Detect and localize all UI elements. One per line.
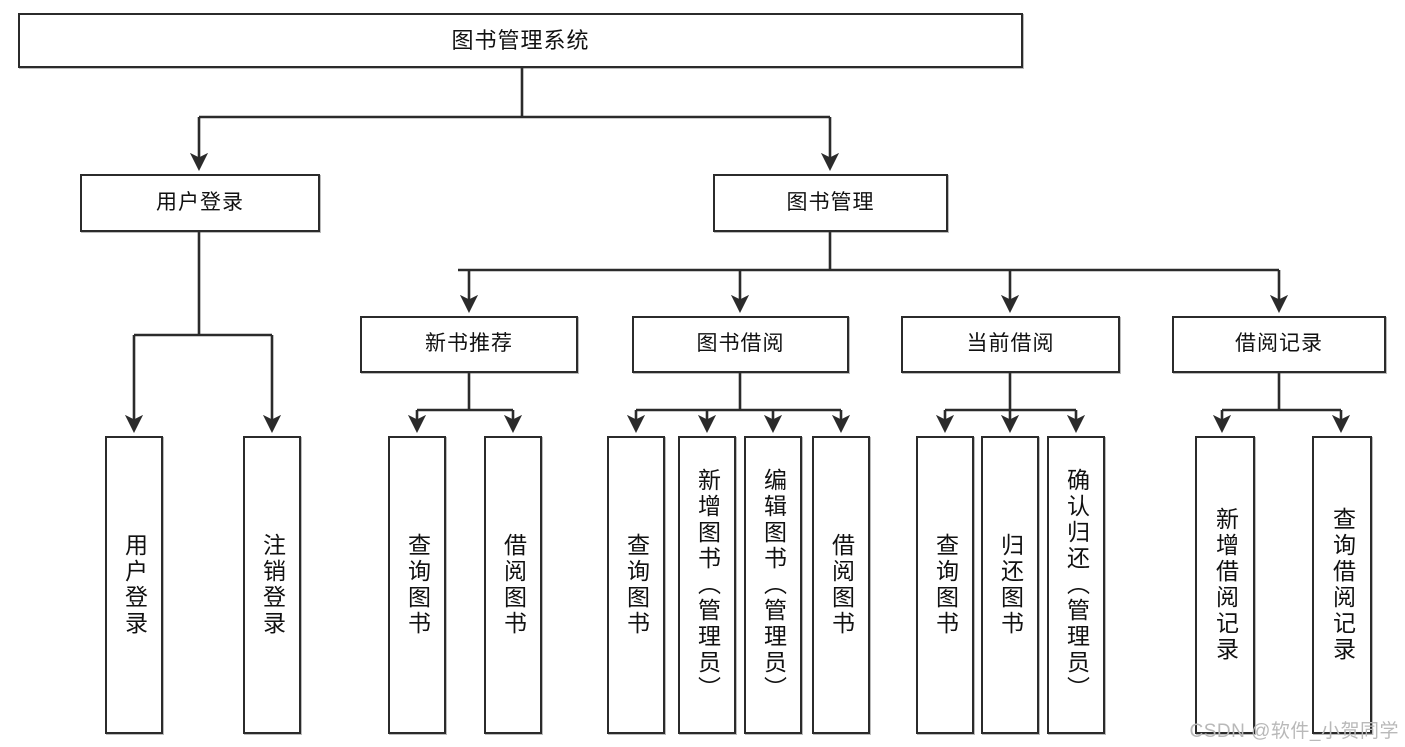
node-leaf-edit-book[interactable]: 编辑图书（管理员） [744, 436, 802, 734]
node-leaf-borrow-book-1-label: 借阅图书 [500, 533, 527, 637]
node-new-book-rec[interactable]: 新书推荐 [360, 316, 578, 373]
node-leaf-add-book-label: 新增图书（管理员） [694, 468, 721, 702]
node-leaf-logout-label: 注销登录 [259, 533, 286, 637]
node-leaf-query-book-3-label: 查询图书 [932, 533, 959, 637]
node-leaf-query-book-3[interactable]: 查询图书 [916, 436, 974, 734]
node-new-book-rec-label: 新书推荐 [425, 332, 513, 356]
node-leaf-edit-book-label: 编辑图书（管理员） [760, 468, 787, 702]
node-leaf-query-book-2[interactable]: 查询图书 [607, 436, 665, 734]
node-leaf-borrow-book-2[interactable]: 借阅图书 [812, 436, 870, 734]
node-leaf-query-record-label: 查询借阅记录 [1329, 507, 1356, 663]
node-leaf-borrow-book-1[interactable]: 借阅图书 [484, 436, 542, 734]
node-leaf-return-book[interactable]: 归还图书 [981, 436, 1039, 734]
node-leaf-add-book[interactable]: 新增图书（管理员） [678, 436, 736, 734]
node-leaf-borrow-book-2-label: 借阅图书 [828, 533, 855, 637]
node-book-manage-label: 图书管理 [786, 190, 875, 214]
node-leaf-query-record[interactable]: 查询借阅记录 [1312, 436, 1372, 734]
node-leaf-return-book-label: 归还图书 [997, 533, 1024, 637]
node-root[interactable]: 图书管理系统 [18, 13, 1023, 68]
node-leaf-query-book-2-label: 查询图书 [623, 533, 650, 637]
node-book-manage[interactable]: 图书管理 [713, 174, 948, 232]
node-leaf-confirm-return[interactable]: 确认归还（管理员） [1047, 436, 1105, 734]
node-book-borrow[interactable]: 图书借阅 [632, 316, 849, 373]
node-leaf-add-record-label: 新增借阅记录 [1212, 507, 1239, 663]
node-borrow-record-label: 借阅记录 [1235, 332, 1323, 356]
node-user-login-label: 用户登录 [156, 190, 244, 214]
node-leaf-user-login[interactable]: 用户登录 [105, 436, 163, 734]
node-leaf-confirm-return-label: 确认归还（管理员） [1063, 468, 1090, 702]
node-user-login[interactable]: 用户登录 [80, 174, 320, 232]
node-borrow-record[interactable]: 借阅记录 [1172, 316, 1386, 373]
node-leaf-query-book-1[interactable]: 查询图书 [388, 436, 446, 734]
node-root-label: 图书管理系统 [451, 27, 590, 53]
node-leaf-query-book-1-label: 查询图书 [404, 533, 431, 637]
node-leaf-add-record[interactable]: 新增借阅记录 [1195, 436, 1255, 734]
node-leaf-logout[interactable]: 注销登录 [243, 436, 301, 734]
node-leaf-user-login-label: 用户登录 [121, 533, 148, 637]
node-current-borrow[interactable]: 当前借阅 [901, 316, 1120, 373]
node-book-borrow-label: 图书借阅 [696, 332, 785, 356]
node-current-borrow-label: 当前借阅 [966, 332, 1055, 356]
